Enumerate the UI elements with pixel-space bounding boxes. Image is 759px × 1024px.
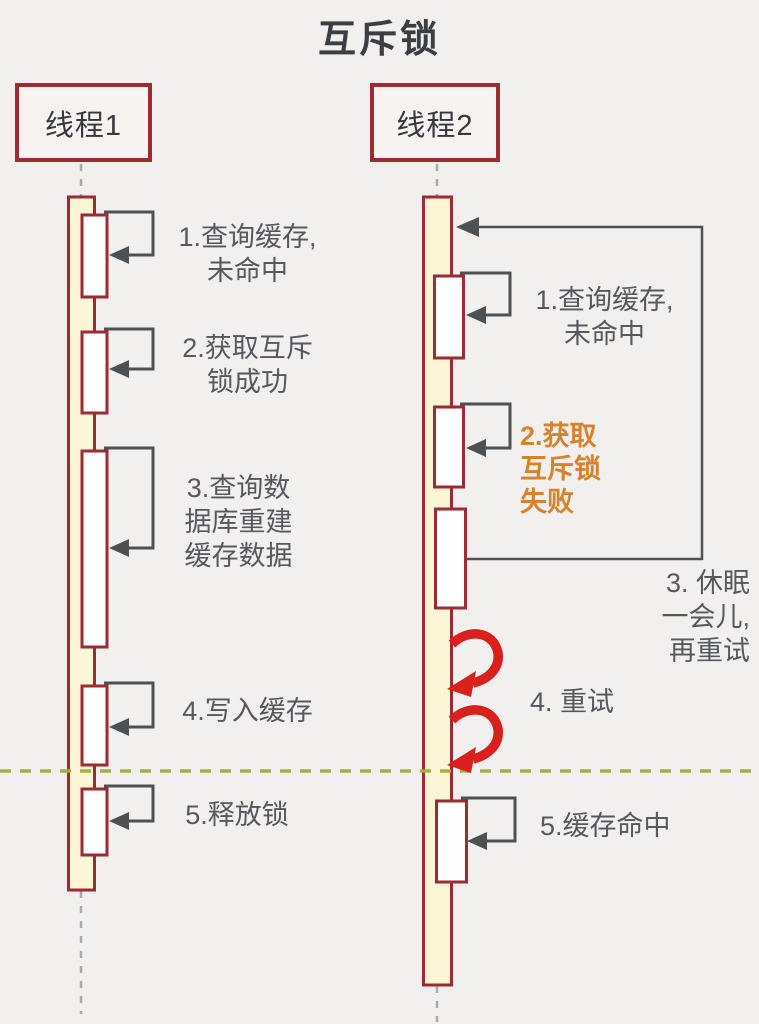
thread2-step-label-5: 5.缓存命中 [540,811,671,841]
thread1-self-loops [104,210,155,830]
thread1-step-label-5: 5.释放锁 [185,800,289,830]
thread2-step-label-4: 4. 重试 [530,687,615,717]
thread1-step-label-4: 4.写入缓存 [182,696,313,726]
thread1-nested-activations [80,213,109,857]
thread2-step-label-3: 3. 休眠 一会儿, 再重试 [661,568,750,666]
thread1-name: 线程1 [44,109,123,142]
thread2-self-loops [460,271,517,850]
thread1-step-label-2: 2.获取互斥 锁成功 [182,333,313,397]
thread2-header-box: 线程2 [370,83,500,162]
thread2-nested-activations [433,274,468,884]
thread1-step-label-3: 3.查询数 据库重建 缓存数据 [184,473,293,571]
thread1-header-box: 线程1 [15,83,152,162]
thread1-step-label-1: 1.查询缓存, 未命中 [178,222,317,286]
retry-loop-arrow [456,217,704,561]
retry-spin-icon [447,705,503,773]
diagram-title: 互斥锁 [317,19,441,61]
thread2-name: 线程2 [396,109,474,142]
thread2-step-label-2: 2.获取 互斥锁 失败 [520,421,601,517]
thread2-step-label-1: 1.查询缓存, 未命中 [535,285,674,349]
retry-spin-icon [447,629,503,697]
